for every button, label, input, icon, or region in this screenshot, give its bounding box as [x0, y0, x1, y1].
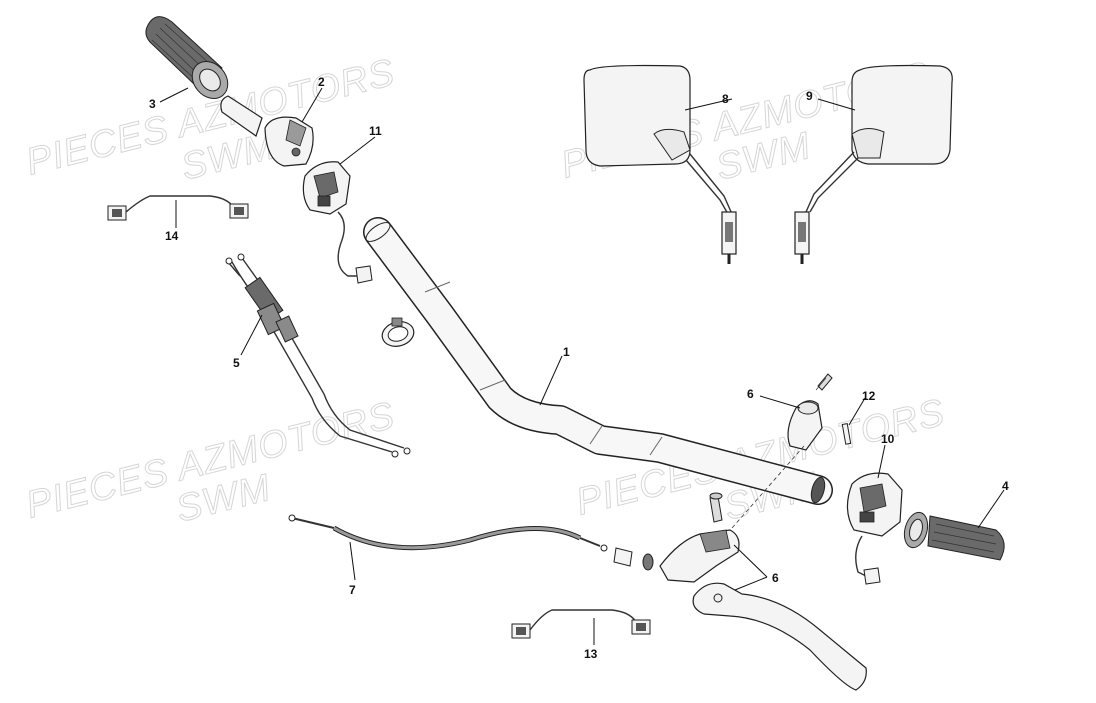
callout-label: 2: [318, 75, 325, 89]
callout-label: 11: [369, 124, 382, 138]
left-grip: [145, 16, 229, 99]
right-switch-assembly: [846, 472, 903, 585]
callout-label: 13: [584, 647, 598, 661]
callout-label: 10: [881, 432, 895, 446]
watermark-layer: PIECES AZMOTORS SWM PIECES AZMOTORS SWM …: [22, 51, 950, 531]
callout-label: 4: [1002, 479, 1009, 493]
clutch-clamp-top: [787, 373, 833, 451]
clutch-lever-assembly: [613, 492, 867, 691]
right-grip: [903, 511, 1005, 561]
handlebar: [363, 217, 833, 505]
callout-label: 14: [165, 229, 179, 243]
callout-label: 9: [806, 89, 813, 103]
wire-loom-13: [511, 609, 651, 639]
clutch-cable: [288, 514, 608, 552]
wire-loom-14: [107, 195, 249, 221]
callout-label: 6: [747, 387, 754, 401]
throttle-assembly: [220, 95, 314, 167]
callout-label: 6: [772, 571, 779, 585]
callout-labels: 1 2 3 4 5 6 6 7 8 9 10 11 12 13 14: [149, 75, 1009, 661]
leader-lines: [159, 87, 1005, 645]
pin-12: [841, 423, 852, 445]
right-mirror: [794, 64, 953, 264]
callout-label: 3: [149, 97, 156, 111]
throttle-cables: [225, 253, 411, 458]
callout-label: 5: [233, 356, 240, 370]
callout-label: 7: [349, 583, 356, 597]
bar-clamp-ring: [381, 317, 415, 347]
left-switch-assembly: [302, 161, 373, 284]
callout-label: 1: [563, 345, 570, 359]
left-mirror: [583, 64, 737, 264]
callout-label: 12: [862, 389, 876, 403]
callout-label: 8: [722, 92, 729, 106]
